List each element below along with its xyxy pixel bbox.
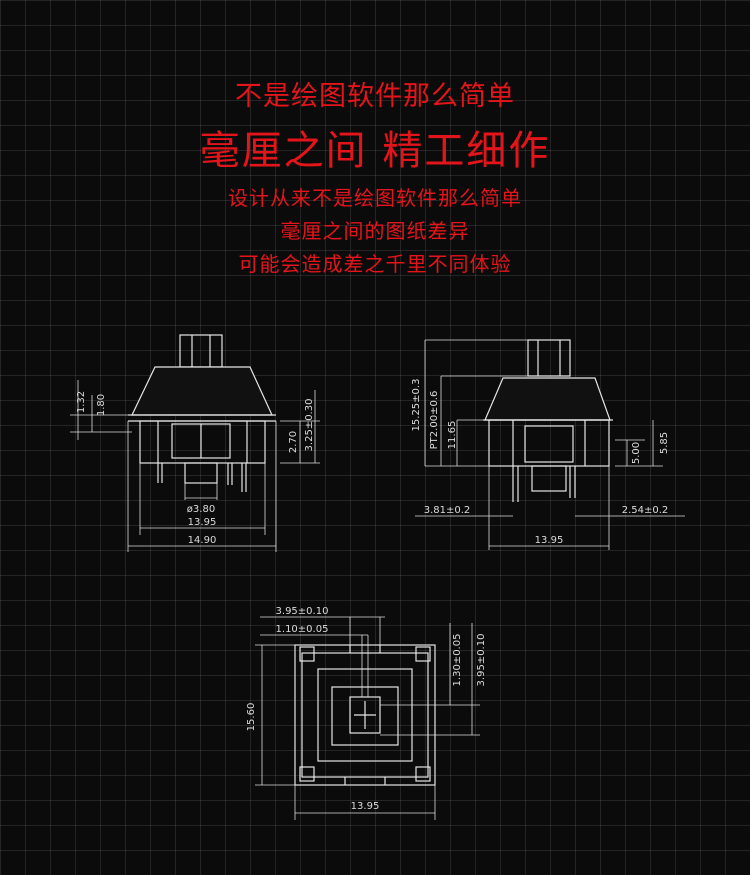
dim-5-00-label: 5.00 (631, 442, 642, 464)
headline-subtitle: 不是绘图软件那么简单 (235, 81, 515, 112)
center-post (531, 465, 567, 492)
dim-2-70-label: 2.70 (288, 431, 299, 453)
dim-11-65-label: 11.65 (447, 421, 458, 450)
top-housing (484, 377, 611, 421)
dim-2-54-label: 2.54±0.2 (622, 505, 669, 516)
center-post (184, 462, 218, 484)
dim-3-25-label: 3.25±0.30 (304, 399, 315, 452)
dim-3-81-label: 3.81±0.2 (424, 505, 471, 516)
dim-1-30-label: 1.30±0.05 (452, 634, 463, 687)
dim-diameter-label: ø3.80 (187, 504, 215, 515)
dim-14-90-label: 14.90 (188, 535, 217, 546)
dim-pt-label: PT2.00±0.6 (429, 391, 440, 450)
dim-15-60-label: 15.60 (246, 703, 257, 732)
switch-side-view-drawing: 15.25±0.3 PT2.00±0.6 11.65 5.00 5.85 3.8… (411, 339, 685, 550)
dim-13-95-label: 13.95 (351, 801, 380, 812)
dim-1-32-label: 1.32 (76, 391, 87, 413)
stem (527, 339, 571, 377)
dim-1-80-label: 1.80 (96, 394, 107, 416)
body-text-line-1: 设计从来不是绘图软件那么简单 (228, 186, 522, 210)
dim-1-10-label: 1.10±0.05 (276, 624, 329, 635)
stem (179, 334, 223, 368)
bottom-housing (139, 420, 266, 464)
dim-15-25-label: 15.25±0.3 (411, 379, 422, 432)
top-housing (131, 366, 273, 416)
dim-3-95-label: 3.95±0.10 (276, 606, 329, 617)
dim-3-95-vertical-label: 3.95±0.10 (476, 634, 487, 687)
body-text-line-3: 可能会造成差之千里不同体验 (238, 252, 512, 276)
switch-top-view-drawing: 3.95±0.10 1.10±0.05 1.30±0.05 3.95±0.10 … (246, 606, 487, 820)
outer-housing (294, 644, 436, 786)
inner-housing (317, 668, 413, 762)
headline-title: 毫厘之间 精工细作 (199, 128, 551, 174)
dim-5-85-label: 5.85 (659, 432, 670, 454)
dim-13-95-label: 13.95 (535, 535, 564, 546)
cross-stem (349, 696, 381, 734)
switch-front-view-drawing: 1.32 1.80 2.70 3.25±0.30 ø3.80 13.95 14.… (70, 334, 320, 552)
body-text-line-2: 毫厘之间的图纸差异 (280, 219, 470, 243)
dim-13-95-label: 13.95 (188, 517, 217, 528)
bottom-housing (488, 419, 610, 467)
